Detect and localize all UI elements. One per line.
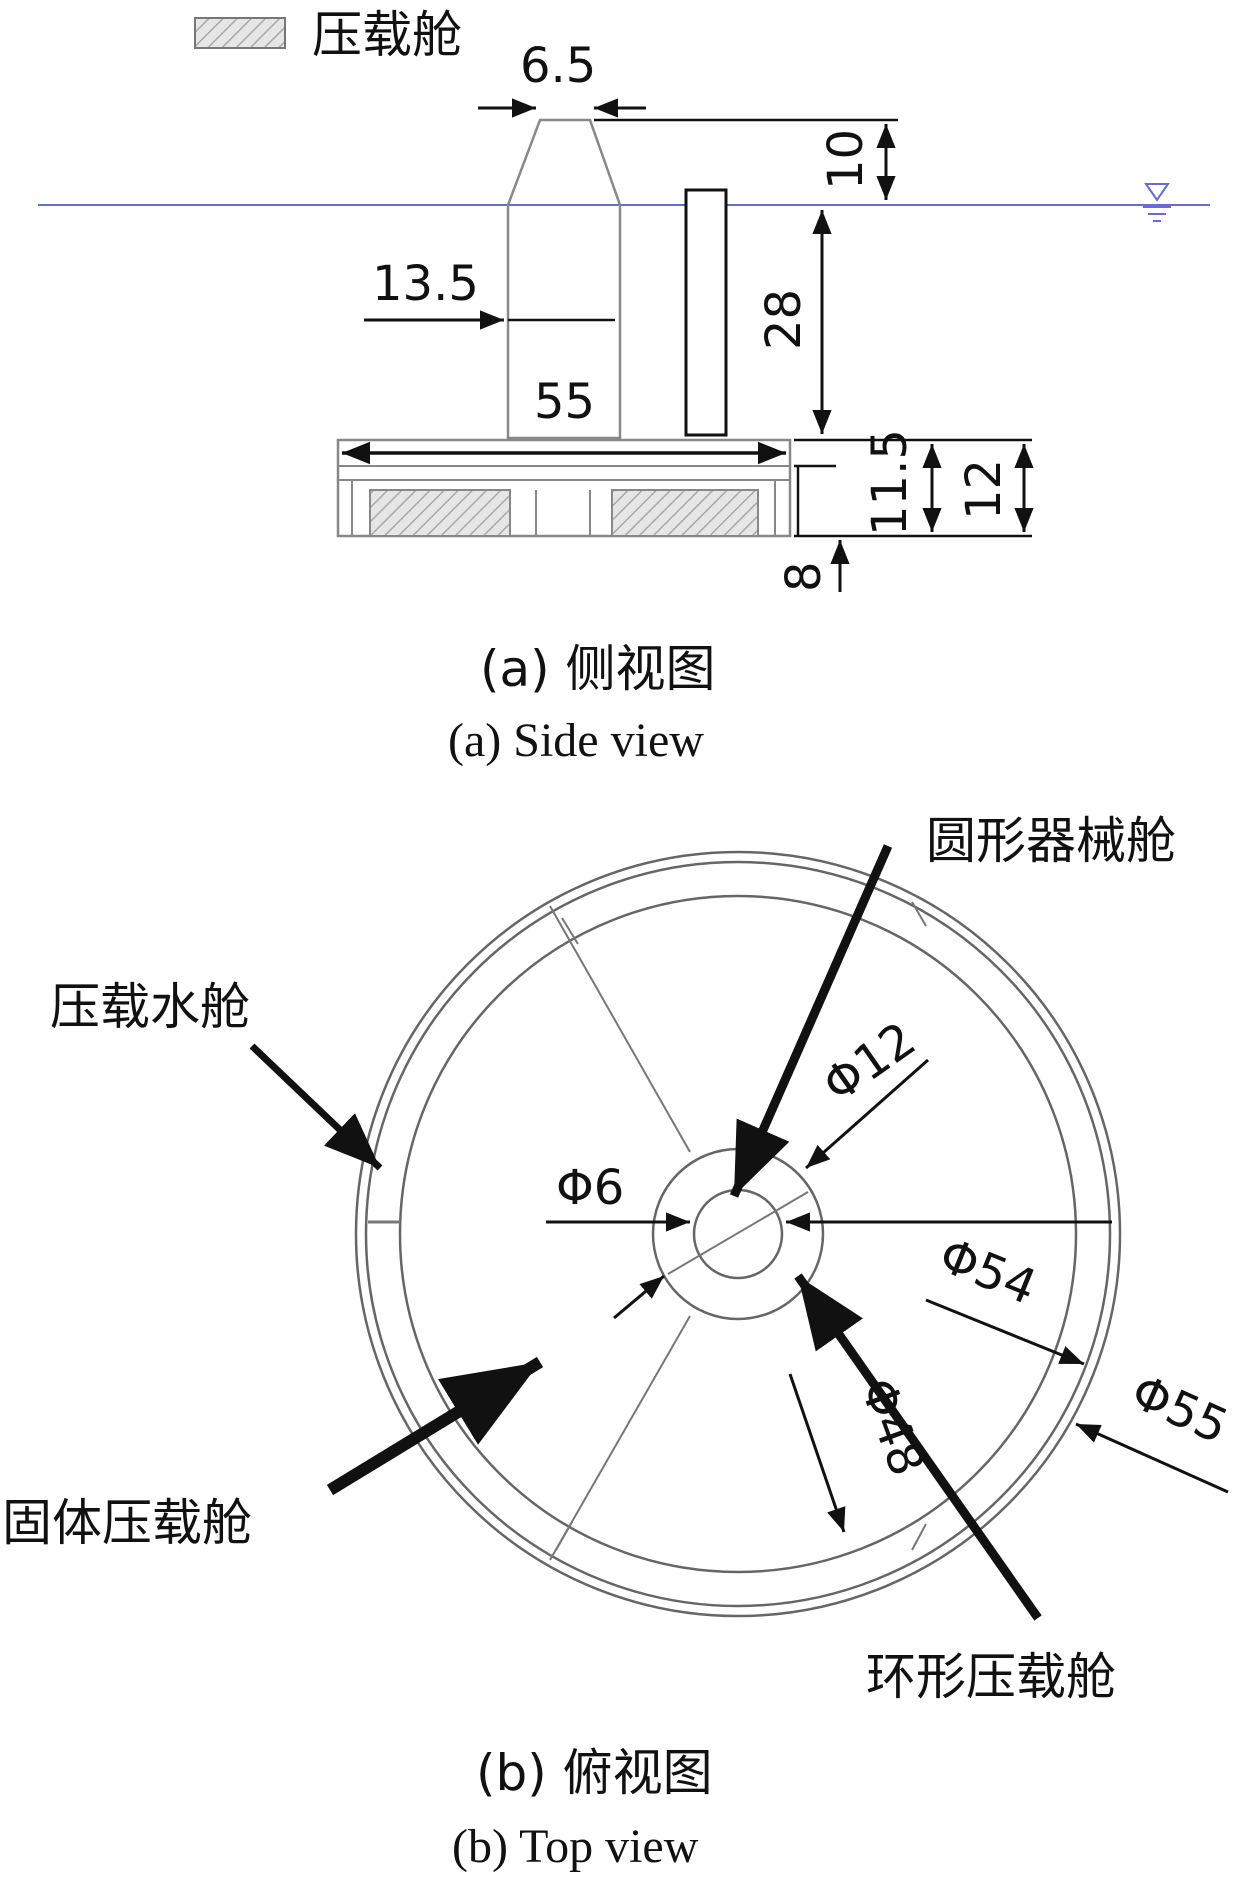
dim-d12: Φ12 [813,1011,926,1114]
arrow-instrument [729,844,893,1198]
outer-circle-55 [354,850,1122,1618]
dim-d55: Φ55 [1123,1364,1236,1455]
caption-b-cn: (b) 俯视图 [476,1744,713,1802]
label-solid-ballast: 固体压载舱 [2,1494,252,1552]
outer-circle-54 [364,860,1112,1608]
dim-d48: Φ48 [849,1371,935,1483]
caption-a-cn: (a) 侧视图 [480,640,716,698]
top-view: 圆形器械舱 压载水舱 固体压载舱 环形压载舱 Φ12 Φ6 Φ54 Φ48 Φ5… [2,812,1236,1873]
side-view: 55 6.5 10 13.5 28 11.5 12 8 (a) 侧视图 (a) … [38,38,1210,767]
ring-divider-br [911,1523,927,1551]
dim-bottom-offset: 8 [776,561,832,592]
dim-line-d54 [925,1298,1085,1366]
ring-divider-bl [555,1521,573,1551]
legend-label: 压载舱 [312,6,462,64]
arrow-solid-ballast [326,1356,544,1496]
dim-line-d48 [788,1373,846,1533]
dim-line-d12 [805,1058,929,1170]
caption-a-en: (a) Side view [448,714,704,767]
label-instrument: 圆形器械舱 [926,812,1176,870]
dim-base-width: 55 [534,374,595,430]
dim-line-d6-diag [613,1274,665,1320]
ring-divider-l [561,917,579,945]
dim-column-width: 13.5 [372,256,479,312]
dim-top-height: 10 [818,129,874,190]
dim-top-width: 6.5 [520,38,596,94]
caption-b-en: (b) Top view [452,1820,699,1873]
dim-base-outer: 12 [956,459,1012,520]
legend: 压载舱 [194,6,462,64]
water-level-symbol [1143,183,1171,222]
spoke-lower-left [549,1315,691,1561]
dim-d6: Φ6 [556,1160,624,1216]
dim-base-inner: 11.5 [862,429,918,536]
legend-swatch [194,17,286,49]
main-column [506,118,622,440]
ballast-hatch-left [369,489,511,537]
ballast-hatch-right [611,489,759,537]
center-diag [667,1191,809,1275]
dim-line-d55 [1075,1422,1229,1494]
arrow-ring-ballast [794,1273,1042,1621]
arrow-water-ballast [249,1043,383,1171]
ring-divider-tr [911,901,927,927]
dim-column-height: 28 [756,289,812,350]
dim-d54: Φ54 [932,1227,1045,1316]
instrument-cabin-side [684,188,728,437]
label-water-ballast: 压载水舱 [50,978,250,1036]
ring-circle-48 [398,894,1078,1574]
label-ring-ballast: 环形压载舱 [866,1648,1116,1706]
spoke-upper-left [549,905,691,1153]
